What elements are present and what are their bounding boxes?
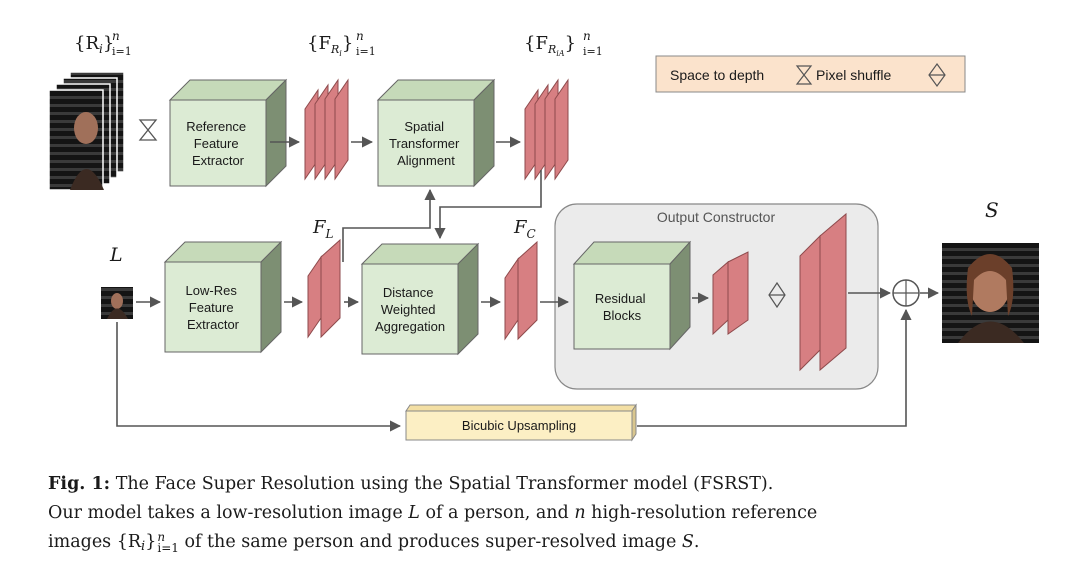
- ref-features-label: {FRi} n i=1: [307, 29, 376, 58]
- svg-text:{FRiA}: {FRiA}: [524, 33, 576, 58]
- arrow-fl-to-sta: [342, 188, 436, 262]
- caption-line-2: Our model takes a low-resolution image L…: [48, 503, 818, 523]
- output-constructor-title: Output Constructor: [657, 209, 776, 225]
- svg-text:n: n: [583, 29, 591, 43]
- ref-set-label: {Ri} n i=1: [74, 29, 132, 58]
- spatial-transformer-alignment-block: Spatial Transformer Alignment: [376, 78, 496, 188]
- caption-fig-label: Fig. 1:: [48, 474, 111, 494]
- lowres-feature-extractor-block: Low-Res Feature Extractor: [163, 240, 283, 354]
- legend-pixel-shuffle: Pixel shuffle: [816, 67, 891, 83]
- legend-space-to-depth: Space to depth: [670, 67, 764, 83]
- arrow-lowres-to-bicubic: [116, 322, 402, 432]
- svg-text:i=1: i=1: [112, 45, 132, 58]
- lowres-label: L: [109, 244, 123, 266]
- fc-label: FC: [513, 217, 536, 241]
- svg-text:{Ri}: {Ri}: [74, 33, 114, 56]
- svg-text:n: n: [112, 29, 120, 43]
- fc-feature-map: [504, 240, 538, 341]
- residual-blocks-block: Residual Blocks: [572, 240, 692, 351]
- figure-caption: Fig. 1: The Face Super Resolution using …: [48, 470, 1038, 561]
- architecture-diagram: Output Constructor {Ri} n i=1 Reference …: [48, 29, 1039, 442]
- ref-features-stack: [304, 78, 349, 181]
- legend-space-to-depth-icon: [795, 65, 813, 85]
- pixel-shuffle-icon: [768, 281, 786, 309]
- output-image: [942, 243, 1039, 343]
- distance-weighted-aggregation-block: Distance Weighted Aggregation: [360, 242, 480, 356]
- reference-feature-extractor-block: Reference Feature Extractor: [168, 78, 288, 188]
- fl-feature-map: [307, 238, 341, 339]
- svg-text:Low-Res Feature Ex: Low-Res Feature Extractor: [186, 283, 241, 332]
- svg-text:i=1: i=1: [583, 45, 603, 58]
- arrow-aligned-to-dwa: [434, 170, 542, 240]
- space-to-depth-icon: [138, 119, 158, 141]
- svg-text:Reference Feature: Reference Feature Extractor: [186, 119, 250, 168]
- svg-text:FC: FC: [513, 217, 536, 241]
- svg-text:FL: FL: [312, 217, 334, 241]
- caption-line-1: Fig. 1: The Face Super Resolution using …: [48, 474, 774, 494]
- svg-text:Bicubic Upsampling: Bicubic Upsampling: [462, 418, 576, 433]
- svg-text:Spatial Transformer: Spatial Transformer Alignment: [389, 119, 463, 168]
- legend: Space to depth Pixel shuffle: [655, 55, 966, 93]
- svg-text:i=1: i=1: [356, 45, 376, 58]
- sum-node: [892, 279, 920, 307]
- aligned-features-label: {FRiA} n i=1: [524, 29, 603, 58]
- output-label: S: [985, 198, 999, 222]
- legend-pixel-shuffle-icon: [928, 62, 946, 88]
- svg-text:Distance Weighted: Distance Weighted Aggregation: [375, 285, 445, 334]
- aligned-features-stack: [524, 78, 569, 181]
- arrow-bicubic-to-sum: [637, 308, 912, 427]
- reference-images-stack: [48, 71, 125, 191]
- residual-output-feature: [712, 251, 749, 336]
- lowres-image: [101, 287, 133, 319]
- fl-label: FL: [312, 217, 334, 241]
- bicubic-upsampling-block: Bicubic Upsampling: [405, 403, 637, 442]
- svg-text:n: n: [356, 29, 364, 43]
- svg-text:Residual Blocks: Residual Blocks: [595, 291, 649, 323]
- svg-text:{FRi}: {FRi}: [307, 33, 353, 58]
- upsampled-feature-map: [799, 212, 847, 372]
